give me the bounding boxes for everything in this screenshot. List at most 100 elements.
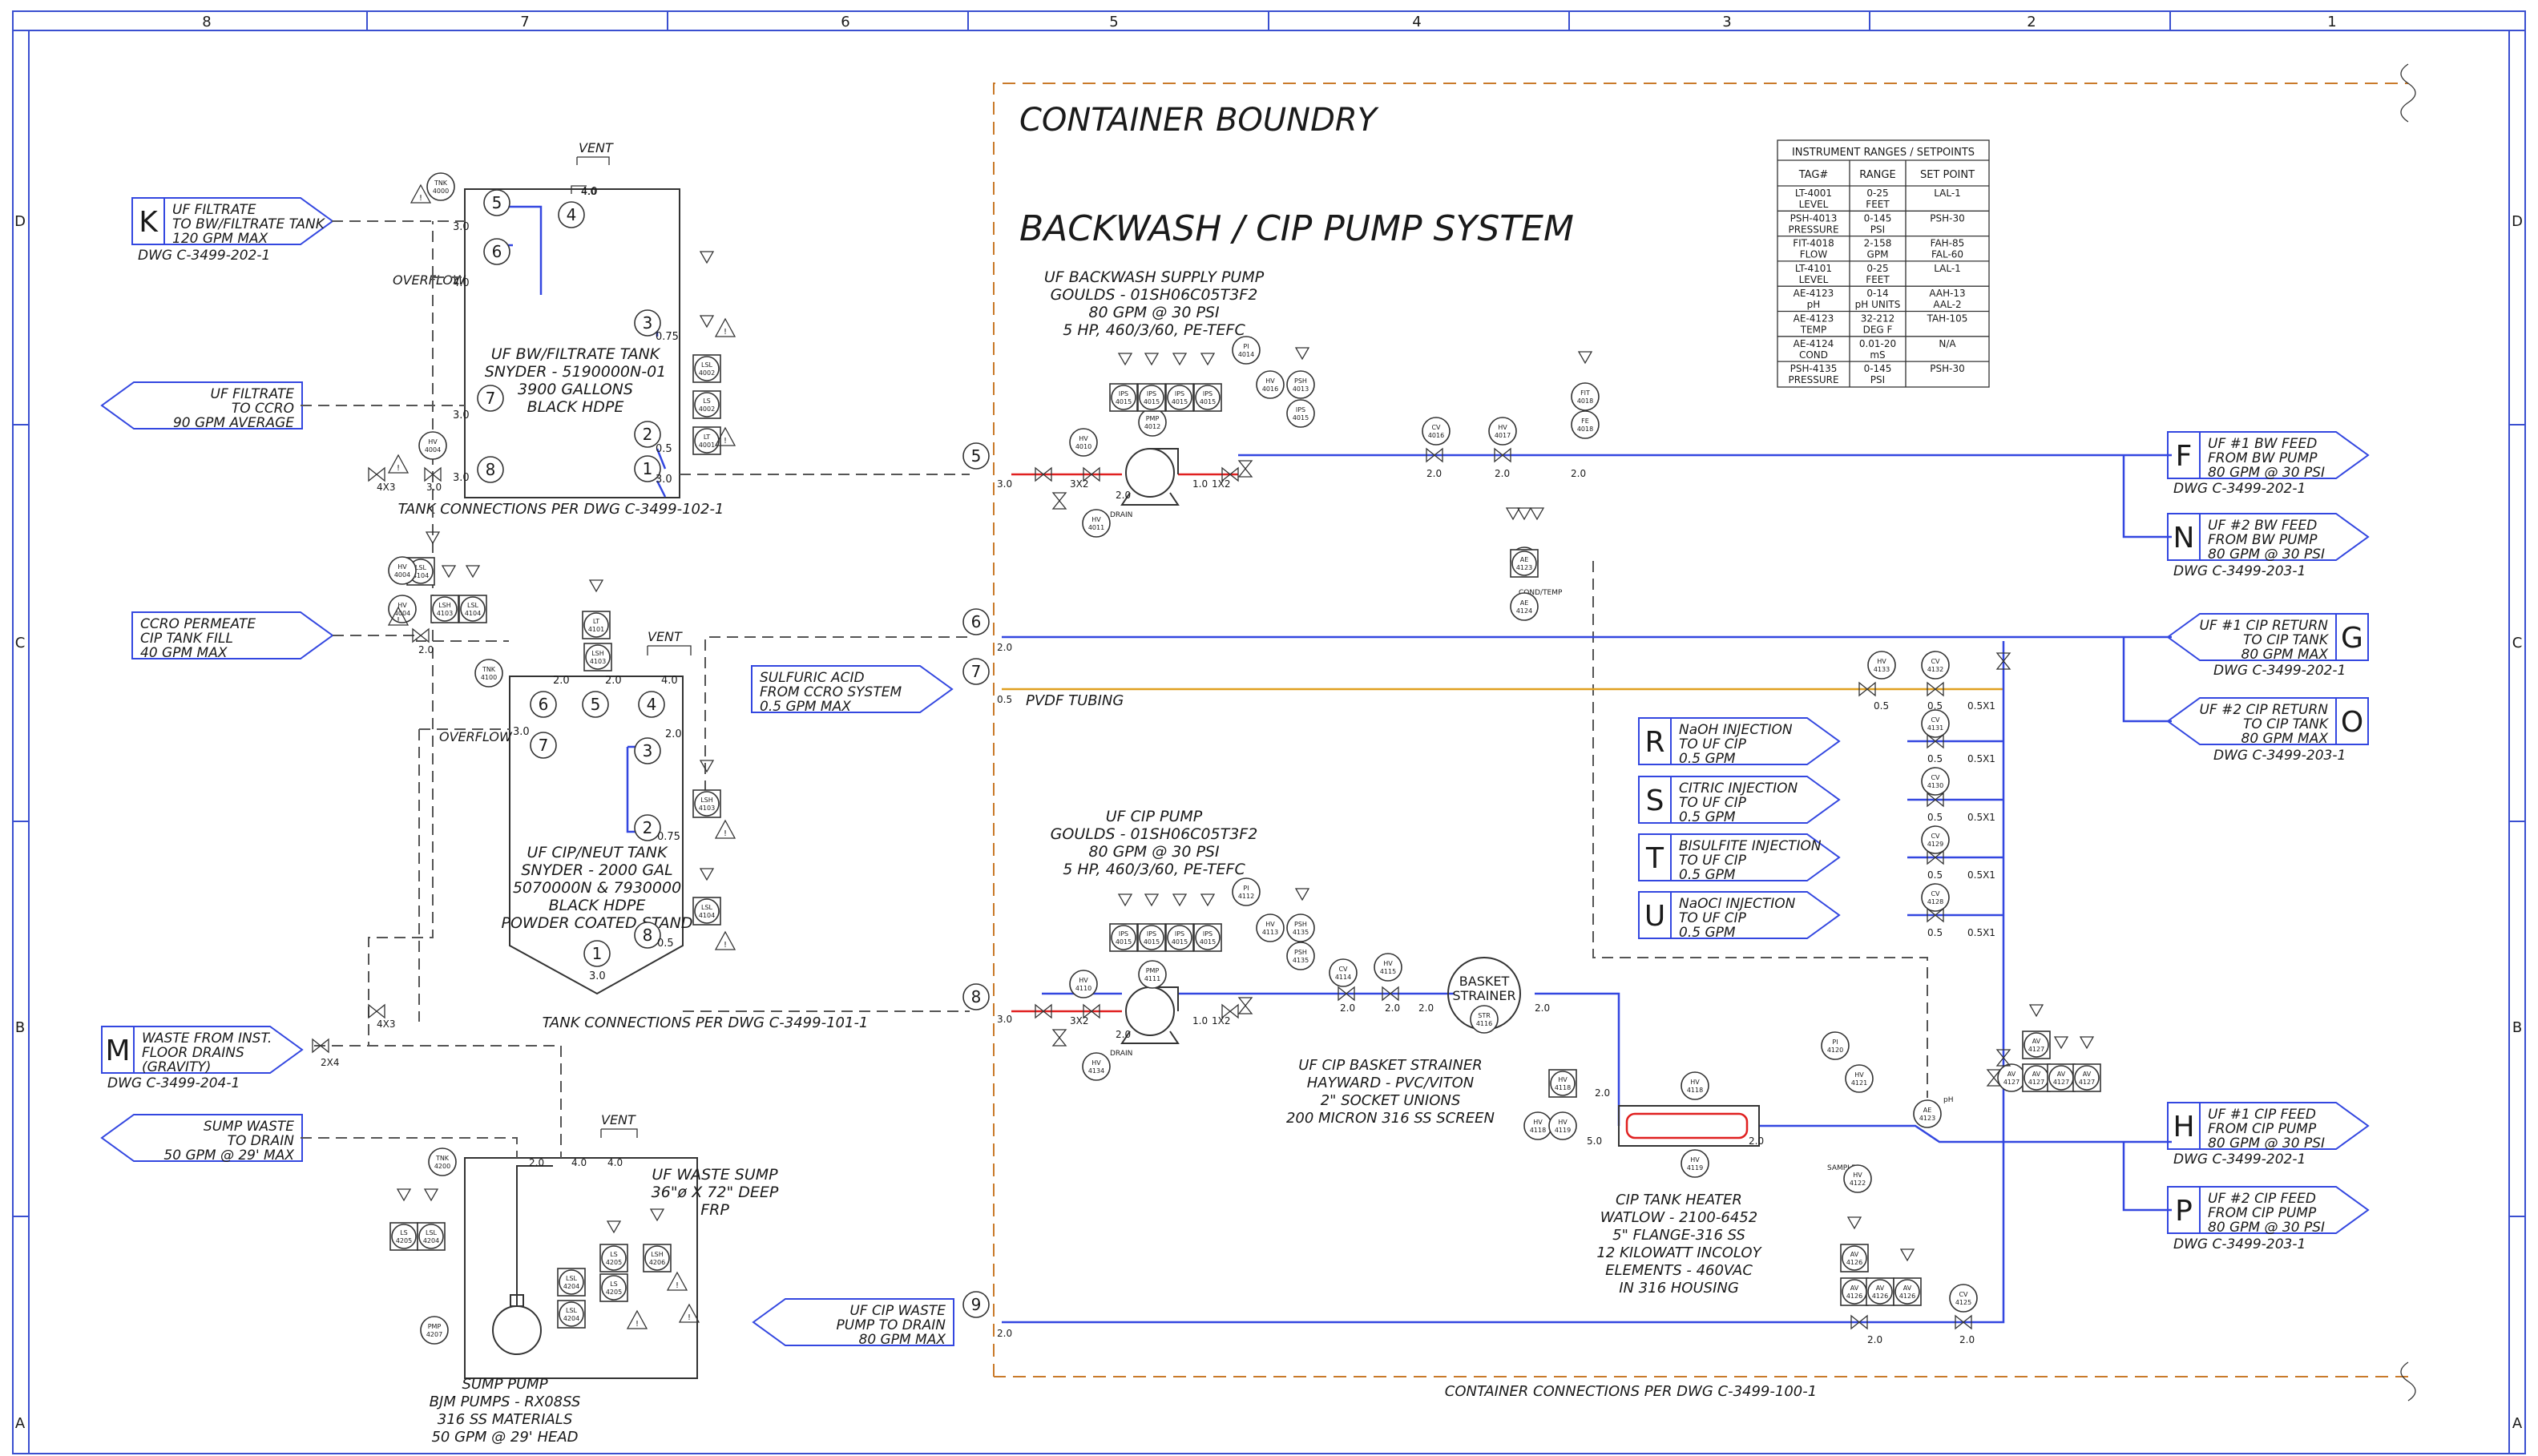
valve <box>1995 652 2011 670</box>
instrument-p4207-number: 4207 <box>426 1331 442 1338</box>
instrument-lsh4103-number: 4103 <box>437 610 453 617</box>
instrument-ls4002-number: 4002 <box>699 405 715 413</box>
off-page-right-2-line2: TO CIP TANK <box>2243 632 2330 648</box>
warning-triangle-icon <box>410 184 432 204</box>
valve <box>1995 1049 2011 1067</box>
table-cell: PSH-30 <box>1930 363 1964 374</box>
injection-0-line3: 0.5 GPM <box>1679 751 1736 767</box>
instrument-hv4118-type: HV <box>1558 1076 1568 1083</box>
table-cell: 0-25 <box>1866 188 1888 199</box>
instrument-lsh4103-type: LSH <box>591 650 604 657</box>
instrument-lsl4204-type: LSL <box>426 1229 438 1236</box>
instrument-av4127 <box>1997 1063 2026 1092</box>
nozzle-nozzles.bw.7.n-num: 1 <box>643 459 653 478</box>
injection-2-line2: TO UF CIP <box>1679 853 1747 869</box>
instrument-box-circle-av4127 <box>2024 1065 2049 1091</box>
off-page-left-6-line2: PUMP TO DRAIN <box>837 1317 946 1333</box>
instrument-ips4015-type: IPS <box>1203 390 1213 397</box>
instrument-hv4118 <box>1523 1111 1552 1140</box>
valve-symbols: !!!!!!!!!! <box>312 184 2095 1330</box>
instrument-hv4118-number: 4118 <box>1555 1084 1571 1091</box>
instrument-ls4205-number: 4205 <box>396 1237 412 1244</box>
table-cell: mS <box>1870 349 1885 361</box>
cip-tank-desc-4: BLACK HDPE <box>549 897 646 914</box>
alarm-indicator <box>1172 893 1188 907</box>
cip-tank-connections-note: TANK CONNECTIONS PER DWG C-3499-101-1 <box>543 1014 869 1031</box>
instrument-hv4134-number: 4134 <box>1088 1067 1104 1075</box>
off-page-left-0-line2: TO BW/FILTRATE TANK <box>172 216 326 232</box>
instrument-ls4205-type: LS <box>400 1229 408 1236</box>
nozzle-nozzles.bw.6.n-num: 2 <box>643 425 653 444</box>
instrument-psh4135 <box>1286 914 1315 942</box>
strainer-label-1: BASKET <box>1459 974 1510 989</box>
line-size-label: 2.0 <box>1959 1334 1975 1345</box>
line-size-label: 2.0 <box>1595 1087 1610 1099</box>
sump-vent-label: VENT <box>601 1112 636 1127</box>
warning-triangle-mark: ! <box>636 1320 639 1329</box>
instrument-str4116-type: STR <box>1478 1012 1491 1019</box>
table-header-tag: TAG# <box>1798 169 1829 181</box>
table-header-range: RANGE <box>1859 169 1895 181</box>
instrument-box-circle-ips4015 <box>1139 925 1164 950</box>
valve <box>368 1003 385 1019</box>
valve <box>1494 447 1511 463</box>
row-label-c-right: C <box>2512 635 2523 651</box>
bw-pump-desc-2: GOULDS - 01SH06C05T3F2 <box>1051 286 1258 304</box>
heater-desc-2: WATLOW - 2100-6452 <box>1600 1209 1757 1226</box>
instrument-hv4011 <box>1082 509 1111 538</box>
off-page-right-1-letter: N <box>2173 522 2195 555</box>
nozzle-nozzles.cip.6.n <box>634 922 661 949</box>
instrument-pi4014-type: PI <box>1243 343 1249 350</box>
alarm-indicator <box>465 565 481 579</box>
valve <box>1221 466 1239 482</box>
instrument-ips4015-number: 4015 <box>1144 398 1160 405</box>
instrument-hv4016-type: HV <box>1265 377 1275 385</box>
container-nozzle-4-num: 9 <box>971 1295 982 1314</box>
valve <box>368 466 385 482</box>
instrument-ae4123-number: 4123 <box>1919 1115 1935 1122</box>
nozzle-nozzles.bw.0.n-num: 5 <box>492 193 502 212</box>
cip-pump-desc-1: UF CIP PUMP <box>1106 808 1203 825</box>
container-nozzle-3-num: 8 <box>971 987 982 1006</box>
bw-pump-desc-1: UF BACKWASH SUPPLY PUMP <box>1044 268 1265 286</box>
valve <box>1051 492 1067 510</box>
zone-label-4: 4 <box>1412 14 1421 30</box>
instrument-av4126-type: AV <box>1850 1251 1859 1258</box>
instrument-av4127-type: AV <box>2083 1071 2092 1078</box>
alarm-indicator <box>1577 351 1593 365</box>
bw-tank-overflow-label: OVERFLOW <box>393 272 466 288</box>
pvdf-tubing-label: PVDF TUBING <box>1026 692 1124 709</box>
off-page-right-5-line3: 80 GPM @ 30 PSI <box>2208 1220 2325 1236</box>
zone-label-8: 8 <box>202 14 211 30</box>
off-page-left-6-line3: 80 GPM MAX <box>859 1332 946 1348</box>
instrument-ips4015-type: IPS <box>1175 390 1184 397</box>
instrument-hv4121-number: 4121 <box>1851 1079 1867 1087</box>
container-nozzle-3 <box>962 983 990 1010</box>
warning-triangle-mark: ! <box>724 829 727 838</box>
cip-tank-vent-symbol <box>647 645 692 655</box>
instrument-ips4015-type: IPS <box>1147 390 1156 397</box>
instrument-p4111-type: PMP <box>1146 967 1160 974</box>
nozzle-nozzles.bw.2.n-size: 3.0 <box>453 409 470 421</box>
ph-label: pH <box>1943 1096 1953 1104</box>
table-cell: LAL-1 <box>1934 263 1961 274</box>
warning-triangle-mark: ! <box>724 941 727 950</box>
bw-pump-desc-4: 5 HP, 460/3/60, PE-TEFC <box>1063 321 1245 339</box>
alarm-indicator <box>1144 353 1160 366</box>
bw-tank-desc-4: BLACK HDPE <box>527 398 624 416</box>
line-size-label: 1X2 <box>1212 1015 1231 1026</box>
instrument-hv4010-number: 4010 <box>1075 443 1091 450</box>
alarm-indicator <box>441 565 457 579</box>
instrument-fe4018 <box>1571 410 1600 439</box>
off-page-right-3-shape <box>2166 697 2369 745</box>
alarm-indicator <box>1200 353 1216 366</box>
strainer-desc-3: 2" SOCKET UNIONS <box>1321 1092 1461 1109</box>
warning-triangle-icon <box>714 819 736 839</box>
table-cell: LT-4001 <box>1795 188 1832 199</box>
off-page-right-4-line2: FROM CIP PUMP <box>2208 1121 2317 1137</box>
zone-label-3: 3 <box>1722 14 1731 30</box>
table-cell: PSH-4013 <box>1790 212 1838 224</box>
heater-desc-5: ELEMENTS - 460VAC <box>1605 1262 1753 1279</box>
nozzle-nozzles.cip.4.n-size: 2.0 <box>665 728 682 740</box>
